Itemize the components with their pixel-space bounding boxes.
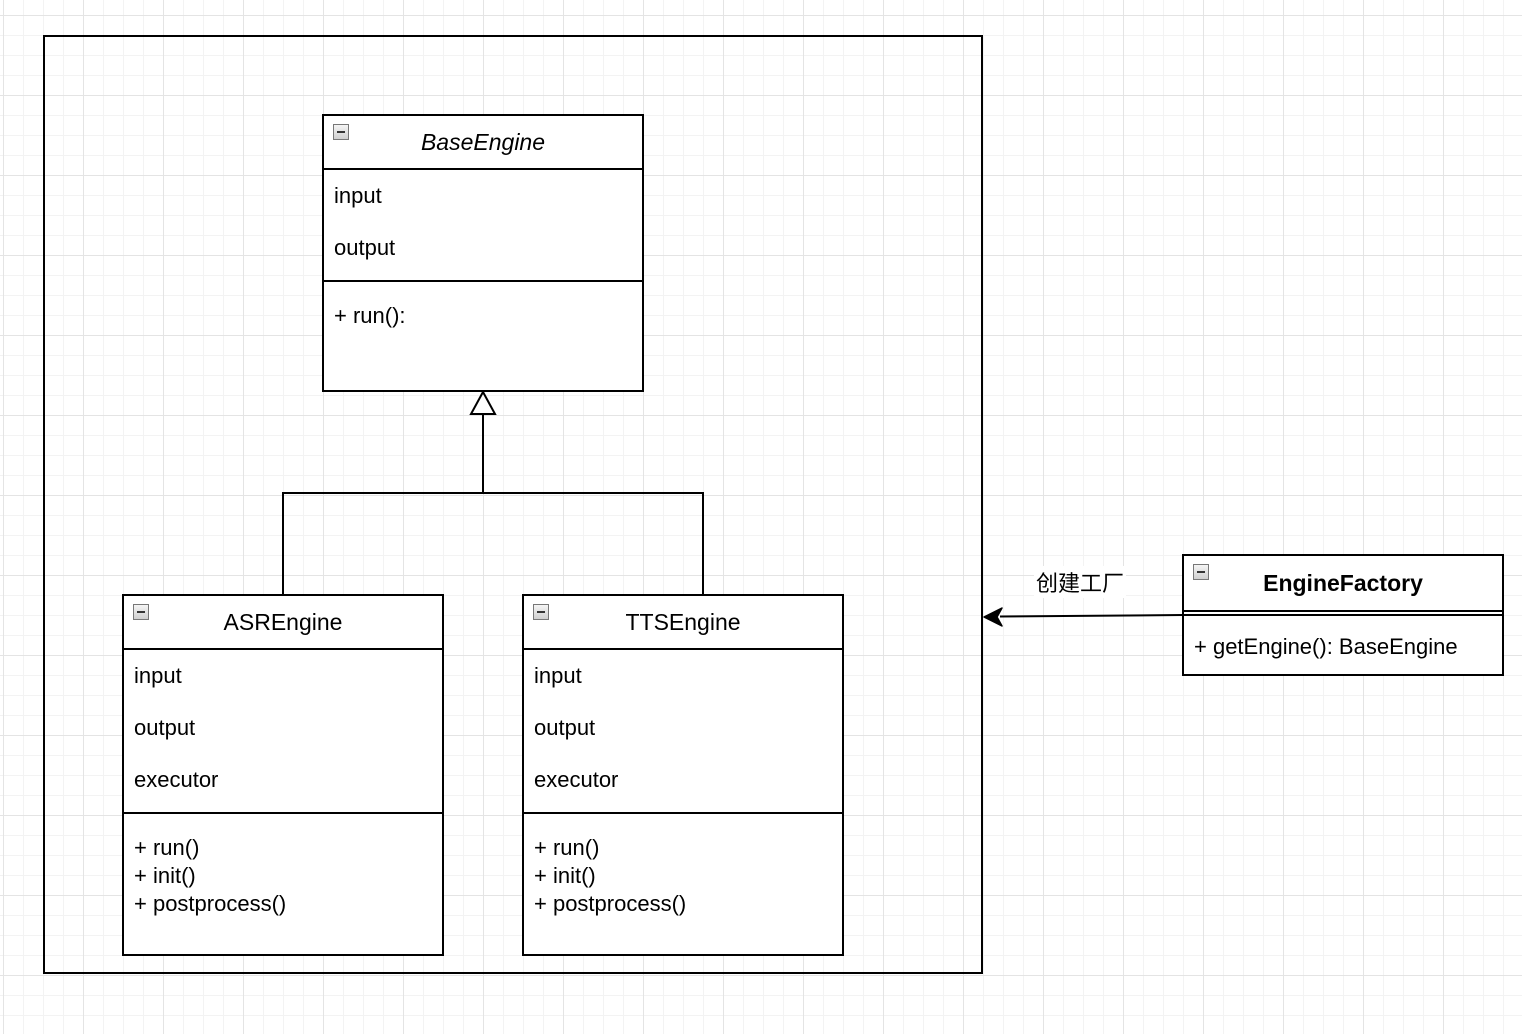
factory-association-line [999,614,1184,618]
method: + run() [534,835,600,860]
attribute: input [134,663,182,688]
class-header: ASREngine [124,596,442,650]
inheritance-line-asr [282,414,484,596]
attribute: output [134,715,196,740]
method: + postprocess() [534,891,687,916]
attribute: input [534,663,582,688]
class-header: BaseEngine [324,116,642,170]
method: + run() [134,835,200,860]
method: + init() [134,863,196,888]
class-name: TTSEngine [625,608,741,635]
method: + run(): [334,303,406,328]
collapse-icon[interactable] [133,604,149,620]
method: + init() [534,863,596,888]
class-name: EngineFactory [1263,569,1423,596]
class-tts-engine[interactable]: TTSEngine input output executor + run() … [522,594,844,956]
factory-edge-label: 创建工厂 [1034,566,1127,598]
attribute: executor [134,767,219,792]
methods-section: + getEngine(): BaseEngine [1184,616,1502,661]
method: + postprocess() [134,891,287,916]
class-asr-engine[interactable]: ASREngine input output executor + run() … [122,594,444,956]
collapse-icon[interactable] [333,124,349,140]
collapse-icon[interactable] [1193,564,1209,580]
methods-section: + run() + init() + postprocess() [524,814,842,918]
inheritance-line-tts [483,492,704,596]
attribute: output [334,235,396,260]
attributes-section: input output executor [524,650,842,814]
attributes-section: input output executor [124,650,442,814]
class-base-engine[interactable]: BaseEngine input output + run(): [322,114,644,392]
inheritance-arrowhead [469,389,497,415]
collapse-icon[interactable] [533,604,549,620]
class-name: ASREngine [223,608,343,635]
attribute: output [534,715,596,740]
class-header: EngineFactory [1184,556,1502,616]
association-arrowhead [983,607,1003,627]
engine-container[interactable] [43,35,983,974]
attribute: input [334,183,382,208]
attribute: executor [534,767,619,792]
method: + getEngine(): BaseEngine [1194,634,1458,659]
methods-section: + run() + init() + postprocess() [124,814,442,918]
methods-section: + run(): [324,282,642,330]
class-name: BaseEngine [420,128,546,155]
class-engine-factory[interactable]: EngineFactory + getEngine(): BaseEngine [1182,554,1504,676]
attributes-section: input output [324,170,642,282]
class-header: TTSEngine [524,596,842,650]
